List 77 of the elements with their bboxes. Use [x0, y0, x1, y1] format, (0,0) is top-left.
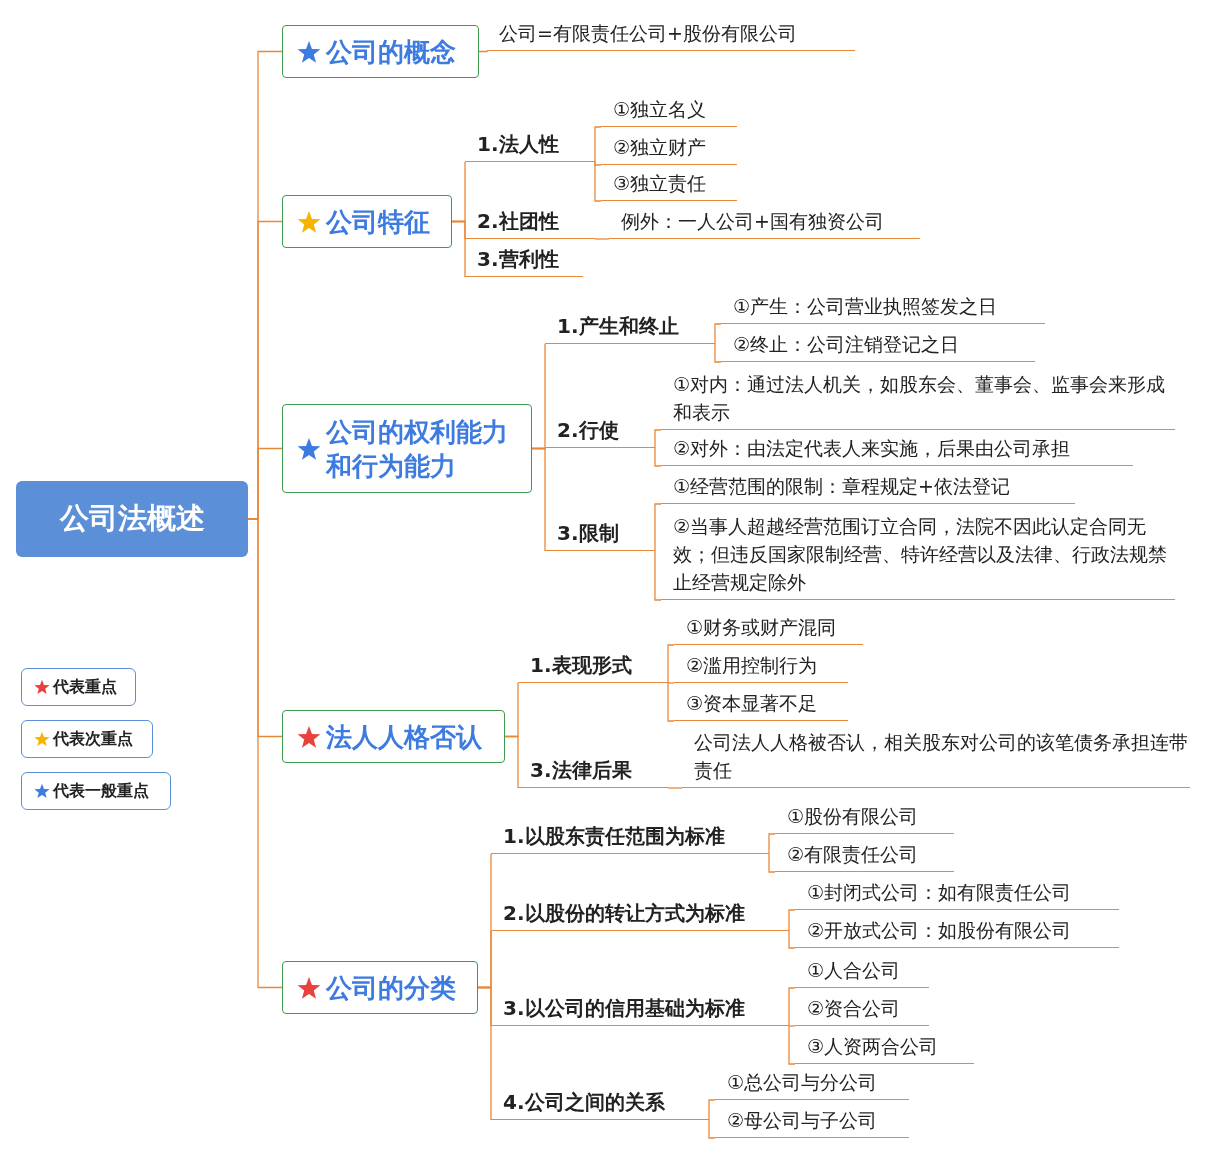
- branch-text: ②有限责任公司: [775, 839, 954, 872]
- branch-text: ②当事人超越经营范围订立合同，法院不因此认定合同无效；但违反国家限制经营、特许经营以及法律、行政法规禁止经营规定除外: [661, 508, 1175, 600]
- subtopic-label: 1.表现形式: [518, 650, 668, 683]
- connector-line: [667, 787, 683, 789]
- topic-title: 公司的概念: [326, 35, 456, 69]
- connector-line: [594, 161, 602, 202]
- connector-line: [708, 1099, 716, 1121]
- topic-box: [282, 710, 505, 763]
- branch-text: ②开放式公司：如股份有限公司: [795, 915, 1119, 948]
- branch-text: ①人合公司: [795, 955, 929, 988]
- subtopic-label: 4.公司之间的关系: [491, 1085, 709, 1120]
- subtopic-label: 3.法律后果: [518, 755, 668, 788]
- connector-line: [594, 161, 602, 166]
- subtopic-label: 3.营利性: [465, 245, 583, 277]
- branch-text: ②独立财产: [601, 132, 737, 165]
- branch-text: ③独立责任: [601, 170, 737, 201]
- connector-line: [594, 126, 602, 163]
- topic-title: 公司特征: [326, 205, 430, 239]
- connector-line: [788, 930, 796, 949]
- topic-title: 公司的权利能力和行为能力: [326, 415, 509, 483]
- branch-text: ①独立名义: [601, 94, 737, 127]
- topic-box: [282, 404, 532, 493]
- connector-line: [667, 682, 675, 722]
- branch-text: ③资本显著不足: [674, 688, 848, 721]
- topic-title: 公司的分类: [326, 971, 456, 1005]
- central-topic: 公司法概述: [16, 481, 248, 557]
- branch-text: ①经营范围的限制：章程规定+依法登记: [661, 472, 1075, 504]
- connector-line: [667, 644, 675, 684]
- subtopic-label: 3.以公司的信用基础为标准: [491, 991, 789, 1026]
- branch-text: ②资合公司: [795, 993, 929, 1026]
- branch-text: ②对外：由法定代表人来实施，后果由公司承担: [661, 434, 1133, 466]
- connector-line: [654, 447, 662, 467]
- connector-line: [788, 909, 796, 932]
- subtopic-label: 2.以股份的转让方式为标准: [491, 896, 789, 931]
- subtopic-label: 1.产生和终止: [545, 311, 715, 344]
- branch-text: ①财务或财产混同: [674, 612, 863, 645]
- connector-line: [654, 503, 662, 552]
- branch-text: ②滥用控制行为: [674, 650, 848, 683]
- topic-title: 法人人格否认: [326, 720, 482, 754]
- branch-text: 公司=有限责任公司+股份有限公司: [487, 18, 855, 51]
- legend-label: 代表次重点: [53, 728, 133, 750]
- branch-text: 公司法人人格被否认，相关股东对公司的该笔债务承担连带责任: [682, 726, 1190, 788]
- branch-text: ①产生：公司营业执照签发之日: [721, 291, 1045, 324]
- connector-line: [708, 1119, 716, 1139]
- connector-line: [768, 833, 776, 855]
- branch-text: ①封闭式公司：如有限责任公司: [795, 877, 1119, 910]
- connector-line: [531, 447, 546, 552]
- connector-line: [504, 735, 519, 789]
- connector-line: [788, 987, 796, 1027]
- topic-box: [282, 961, 478, 1014]
- subtopic-label: 2.行使: [545, 415, 655, 448]
- branch-text: ①股份有限公司: [775, 801, 954, 834]
- subtopic-label: 2.社团性: [465, 206, 595, 239]
- connector-line: [714, 323, 722, 345]
- connector-line: [654, 550, 662, 601]
- branch-text: ③人资两合公司: [795, 1031, 974, 1064]
- connector-line: [667, 682, 675, 684]
- connector-line: [654, 429, 662, 449]
- connector-line: [477, 986, 492, 1121]
- topic-box: [282, 195, 452, 248]
- subtopic-label: 1.法人性: [465, 130, 595, 162]
- branch-text: ②母公司与子公司: [715, 1105, 909, 1138]
- branch-text: ①总公司与分公司: [715, 1067, 909, 1100]
- branch-text: 例外：一人公司+国有独资公司: [609, 206, 920, 239]
- subtopic-label: 3.限制: [545, 518, 655, 551]
- connector-line: [714, 343, 722, 363]
- legend-label: 代表重点: [53, 676, 117, 698]
- branch-text: ①对内：通过法人机关，如股东会、董事会、监事会来形成和表示: [661, 368, 1175, 430]
- connector-line: [451, 220, 466, 278]
- connector-line: [768, 853, 776, 873]
- topic-box: [282, 25, 479, 78]
- legend-label: 代表一般重点: [53, 780, 149, 802]
- connector-line: [594, 238, 610, 240]
- connector-line: [788, 1025, 796, 1065]
- connector-line: [788, 1025, 796, 1027]
- subtopic-label: 1.以股东责任范围为标准: [491, 820, 769, 854]
- branch-text: ②终止：公司注销登记之日: [721, 329, 1035, 362]
